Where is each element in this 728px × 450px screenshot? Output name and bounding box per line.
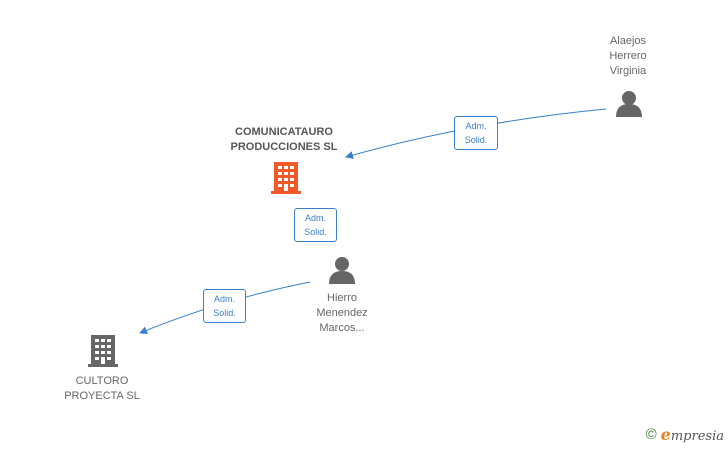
edge-label-line: Adm. [213,294,235,304]
brand-rest: mpresia [670,429,724,444]
node-label-comunicatauro[interactable]: COMUNICATAURO PRODUCCIONES SL [206,125,362,155]
empresia-watermark[interactable]: © empresia [646,425,724,444]
edge-label-line: Solid. [464,135,488,145]
node-label-line: PROYECTA SL [64,390,140,402]
edge-label-line: Adm. [465,121,487,131]
building-icon[interactable] [88,335,118,367]
node-label-line: COMUNICATAURO [235,126,333,138]
node-label-hierro[interactable]: Hierro Menendez Marcos... [300,291,384,336]
node-label-cultoro[interactable]: CULTORO PROYECTA SL [50,374,154,404]
copyright-icon: © [645,425,657,443]
brand-initial: e [660,425,671,444]
node-label-line: Marcos... [319,322,365,334]
building-icon[interactable] [271,162,301,194]
node-label-line: Menendez [316,307,368,319]
edge-label-line: Solid. [213,308,236,318]
node-label-line: CULTORO [75,375,129,387]
node-label-line: PRODUCCIONES SL [230,141,338,153]
node-label-alaejos[interactable]: Alaejos Herrero Virginia [586,34,670,79]
person-icon[interactable] [616,91,642,117]
person-icon[interactable] [329,257,355,284]
edge-label-line: Adm. [304,213,326,223]
edge-label-line: Solid. [304,227,327,237]
node-label-line: Virginia [609,65,647,77]
node-label-line: Hierro [327,292,357,304]
node-label-line: Alaejos [609,35,647,47]
edge-label-badge[interactable]: Adm. Solid. [203,289,246,323]
edge-label-badge[interactable]: Adm. Solid. [454,116,498,150]
brand-logo: empresia [661,425,724,444]
edge-label-badge[interactable]: Adm. Solid. [294,208,337,242]
node-label-line: Herrero [609,50,647,62]
